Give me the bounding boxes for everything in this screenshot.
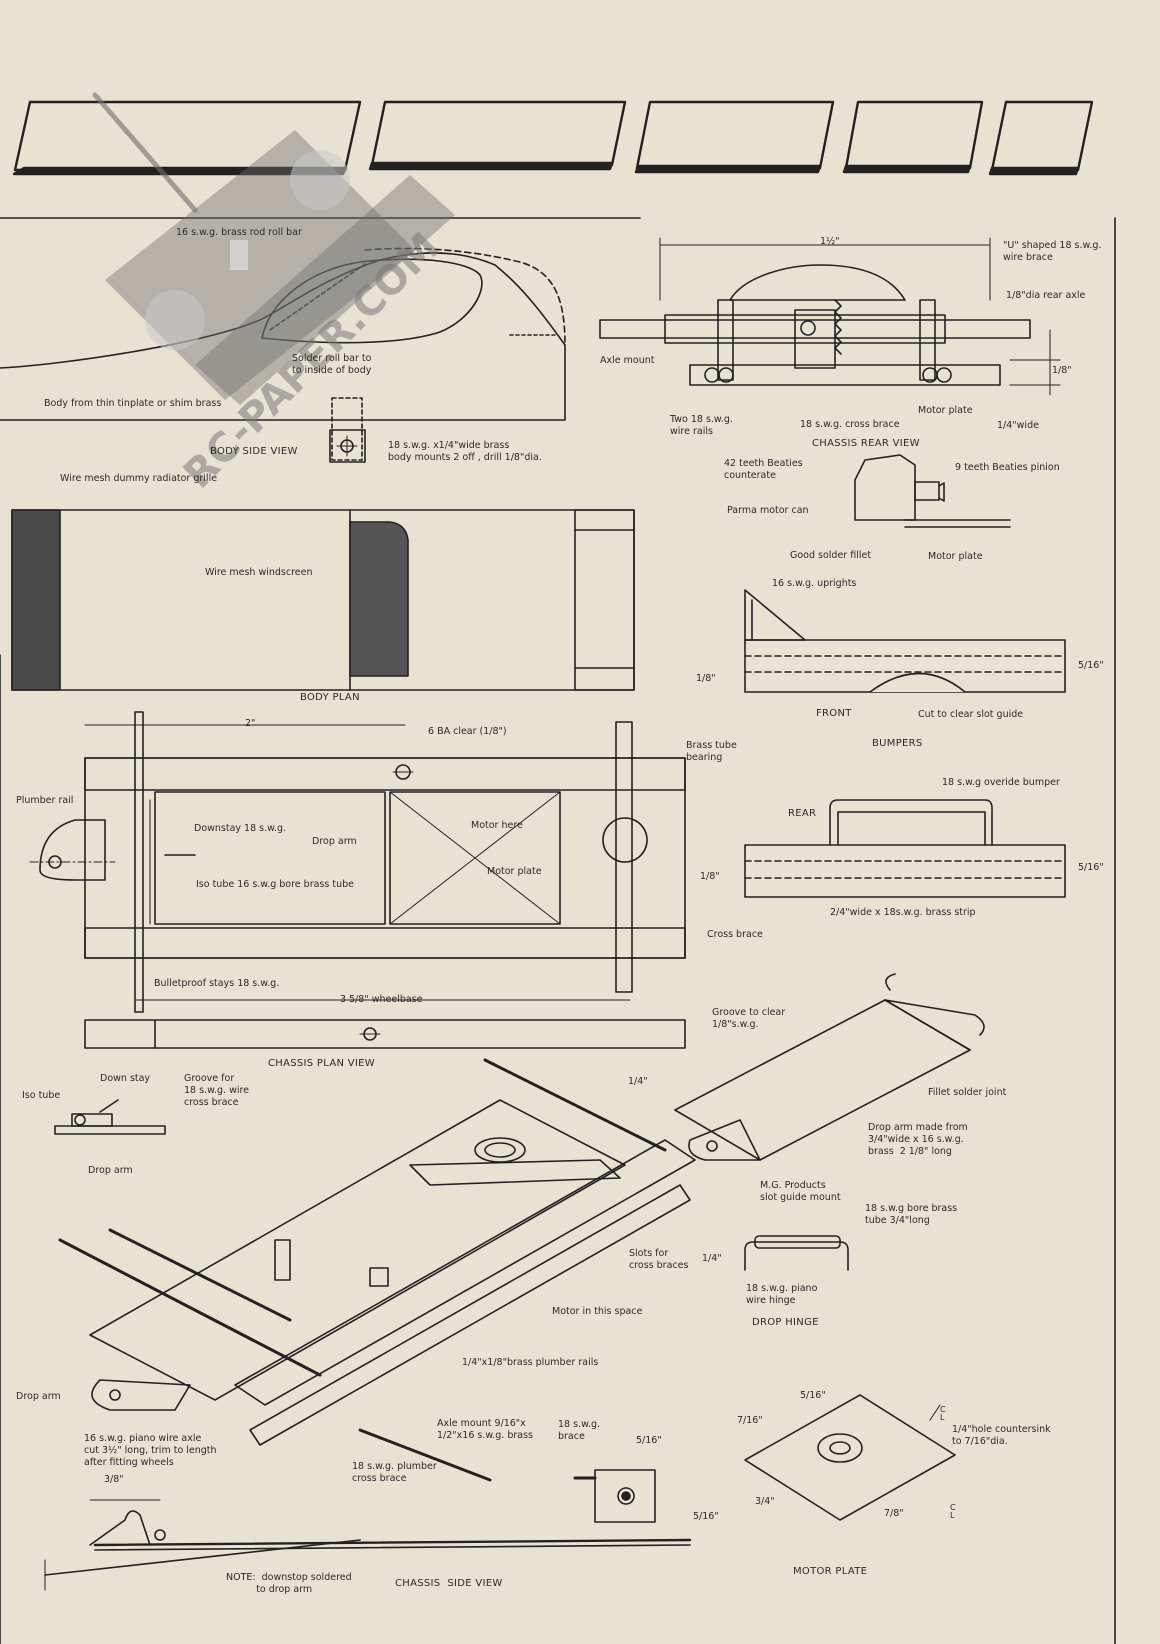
rear-bumper-label: REAR [788, 808, 817, 819]
wheelbase-label: 3 5/8" wheelbase [340, 994, 423, 1005]
drop-arm-made-label: Drop arm made from 3/4"wide x 16 s.w.g. … [868, 1122, 968, 1157]
quarter-wide-label: 1/4"wide [997, 420, 1039, 431]
downstay-label: Downstay 18 s.w.g. [194, 823, 287, 834]
radiator-grille-label: Wire mesh dummy radiator grille [60, 473, 218, 484]
piano-axle-label: 16 s.w.g. piano wire axle cut 3½" long, … [84, 1433, 217, 1468]
axle-mount-drawing [573, 1469, 656, 1523]
front-bumper-label: FRONT [816, 708, 852, 719]
iso-tube-detail-drawing [54, 1099, 166, 1135]
motor-plate-drawing [744, 1394, 956, 1521]
plate-7-16-dim: 7/16" [737, 1415, 763, 1426]
plan-cross-brace-label: Cross brace [707, 929, 763, 940]
uprights-label: 16 s.w.g. uprights [772, 578, 857, 589]
solder-fillet-label: Good solder fillet [790, 550, 872, 561]
motor-can-label: Parma motor can [727, 505, 809, 516]
windscreen-label: Wire mesh windscreen [205, 567, 313, 578]
fillet-joint-label: Fillet solder joint [928, 1087, 1007, 1098]
cut-clear-label: Cut to clear slot guide [918, 709, 1024, 720]
iso-tube-label: Iso tube 16 s.w.g bore brass tube [196, 879, 354, 890]
piano-wire-hinge-label: 18 s.w.g. piano wire hinge [746, 1283, 818, 1306]
wire-rails-label: Two 18 s.w.g. wire rails [670, 414, 733, 437]
iso-detail-groove-label: Groove for 18 s.w.g. wire cross brace [184, 1073, 250, 1108]
ba-clear-label: 6 BA clear (1/8") [428, 726, 507, 737]
drop-arm-detail-drawing [674, 973, 985, 1161]
rear-eighth-dim: 1/8" [1052, 365, 1072, 376]
iso-detail-drop-arm-label: Drop arm [88, 1165, 133, 1176]
plumber-rail-label: Plumber rail [16, 795, 74, 806]
rear-motor-plate-label: Motor plate [918, 405, 973, 416]
solder-roll-bar-label: Solder roll bar to to inside of body [292, 353, 372, 376]
chassis-side-view-title: CHASSIS SIDE VIEW [395, 1578, 503, 1589]
front-5-16-dim: 5/16" [1078, 660, 1104, 671]
plan-motor-plate-label: Motor plate [487, 866, 542, 877]
mg-products-label: M.G. Products slot guide mount [760, 1180, 841, 1203]
plate-5-16-dim: 5/16" [800, 1390, 826, 1401]
three-eighths-dim: 3/8" [104, 1474, 124, 1485]
rear-5-16-dim-b: 5/16" [1078, 862, 1104, 873]
body-side-view-title: BODY SIDE VIEW [210, 446, 298, 457]
chassis-isometric-drawing [58, 1058, 696, 1482]
rear-eighth-dim-b: 1/8" [700, 871, 720, 882]
drop-hinge-drawing [744, 1235, 849, 1271]
plan-drop-arm-label: Drop arm [312, 836, 357, 847]
drop-arm-quarter-dim: 1/4" [628, 1076, 648, 1087]
iso-detail-tube-label: Iso tube [22, 1090, 61, 1101]
chassis-plan-view-drawing [29, 711, 686, 1049]
plumber-rails-label: 1/4"x1/8"brass plumber rails [462, 1357, 599, 1368]
plumber-cross-brace-label: 18 s.w.g. plumber cross brace [352, 1461, 437, 1484]
chassis-plan-view-title: CHASSIS PLAN VIEW [268, 1058, 375, 1069]
rear-width-dim: 1½" [820, 236, 840, 247]
override-bumper-label: 18 s.w.g overide bumper [942, 777, 1060, 788]
body-mounts-label: 18 s.w.g. x1/4"wide brass body mounts 2 … [388, 440, 542, 463]
body-plan-title: BODY PLAN [300, 692, 360, 703]
brass-tube-bearing-label: Brass tube bearing [686, 740, 737, 763]
title-banners [12, 100, 1094, 176]
rear-cross-brace-label: 18 s.w.g. cross brace [800, 419, 900, 430]
body-plan-drawing [11, 509, 635, 691]
groove-clear-label: Groove to clear 1/8"s.w.g. [712, 1007, 786, 1030]
bore-tube-label: 18 s.w.g bore brass tube 3/4"long [865, 1203, 958, 1226]
plate-7-8-dim: 7/8" [884, 1508, 904, 1519]
countersink-label: 1/4"hole countersink to 7/16"dia. [952, 1424, 1051, 1447]
axle-mount-label: Axle mount [600, 355, 655, 366]
axle-mount-5-16-dim: 5/16" [636, 1435, 662, 1446]
slots-label: Slots for cross braces [629, 1248, 689, 1271]
iso-detail-downstay-label: Down stay [100, 1073, 151, 1084]
drop-hinge-title: DROP HINGE [752, 1317, 819, 1328]
roll-bar-label: 16 s.w.g. brass rod roll bar [176, 227, 302, 238]
plate-3-4-dim: 3/4" [755, 1496, 775, 1507]
centre-line-mark-a: C L [940, 1405, 946, 1422]
body-material-label: Body from thin tinplate or shim brass [44, 398, 222, 409]
iso-drop-arm-label: Drop arm [16, 1391, 61, 1402]
motor-space-label: Motor in this space [552, 1306, 643, 1317]
two-inch-dim: 2" [245, 718, 256, 729]
chassis-rear-view-title: CHASSIS REAR VIEW [812, 438, 920, 449]
front-eighth-dim: 1/8" [696, 673, 716, 684]
chassis-rear-view-drawing [599, 237, 1061, 396]
bumpers-drawing [744, 589, 1066, 898]
bulletproof-stays-label: Bulletproof stays 18 s.w.g. [154, 978, 280, 989]
chassis-side-view-drawing [44, 1499, 692, 1591]
detail-motor-plate-label: Motor plate [928, 551, 983, 562]
pinion-label: 9 teeth Beaties pinion [955, 462, 1060, 473]
motor-here-label: Motor here [471, 820, 523, 831]
axle-mount-size-label: Axle mount 9/16"x 1/2"x16 s.w.g. brass [437, 1418, 534, 1441]
watermark-transmitter [92, 92, 455, 405]
downstop-note: NOTE: downstop soldered to drop arm [226, 1572, 352, 1595]
brace-label: 18 s.w.g. brace [558, 1419, 601, 1442]
centre-line-mark-b: C L [950, 1503, 956, 1520]
crown-gear-label: 42 teeth Beaties counterate [724, 458, 803, 481]
motor-plate-title: MOTOR PLATE [793, 1566, 868, 1577]
brass-strip-label: 2/4"wide x 18s.w.g. brass strip [830, 907, 976, 918]
motor-pinion-drawing [854, 454, 1011, 528]
body-side-view-drawing [0, 247, 566, 463]
hinge-quarter-dim: 1/4" [702, 1253, 722, 1264]
rear-axle-label: 1/8"dia rear axle [1006, 290, 1086, 301]
u-brace-label: "U" shaped 18 s.w.g. wire brace [1003, 240, 1102, 263]
bumpers-title: BUMPERS [872, 738, 923, 749]
axle-mount-5-16-dim-b: 5/16" [693, 1511, 719, 1522]
